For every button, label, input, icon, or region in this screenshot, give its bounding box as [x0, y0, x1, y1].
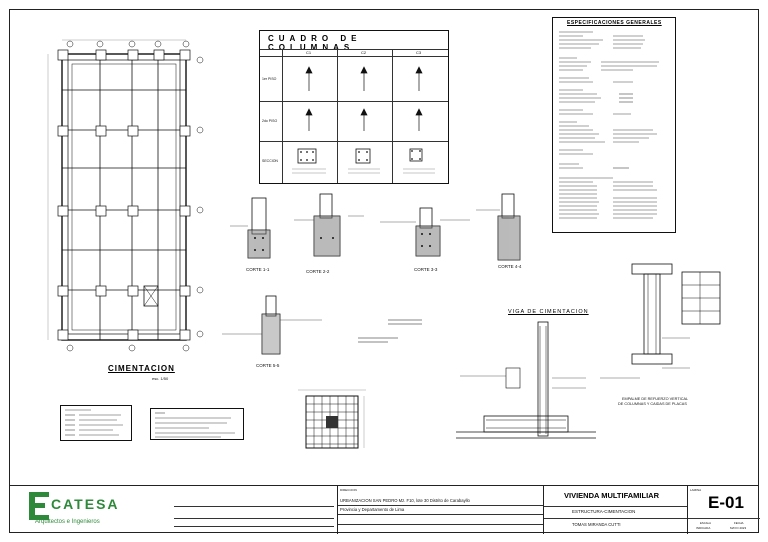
logo: CATESA Arquitectos e Ingenieros	[29, 490, 139, 526]
logo-mark-icon	[29, 492, 49, 520]
sheet-number: E-01	[708, 493, 744, 512]
address-label: DIRECCION	[340, 488, 357, 492]
row-label-3: SECCION	[262, 159, 278, 163]
corte-1-label: CORTE 1-1	[246, 267, 270, 272]
column-table: CUADRO DE COLUMNAS C1 C2 C3 1er PISO 2do…	[259, 30, 449, 184]
title-block: CATESA Arquitectos e Ingenieros DIRECCIO…	[9, 485, 760, 534]
col-header-c3: C3	[416, 50, 422, 55]
corte-3-label: CORTE 3-3	[414, 267, 438, 272]
sheet-label: LAMINA	[690, 488, 702, 492]
column-table-arrows	[292, 66, 435, 174]
corte-2-label: CORTE 2-2	[306, 269, 330, 274]
project-title: VIVIENDA MULTIFAMILIAR	[564, 491, 659, 500]
logo-subtitle: Arquitectos e Ingenieros	[35, 519, 100, 525]
spec-title: ESPECIFICACIONES GENERALES	[567, 20, 662, 26]
col-header-c1: C1	[306, 50, 312, 55]
project-address: URBANIZACION SAN PEDRO Mz. F10, lote 30 …	[340, 498, 470, 503]
project-province: Provincia y Departamento de Lima	[340, 507, 405, 512]
row-label-2: 2do PISO	[262, 119, 278, 123]
empalme-caption-1: EMPALME DE REFUERZO VERTICAL	[622, 397, 689, 401]
spec-text-lines	[559, 31, 659, 219]
corte-5-label: CORTE 5-5	[256, 363, 280, 368]
legend-box-2	[150, 408, 244, 440]
logo-text: CATESA	[51, 496, 120, 512]
viga-cimentacion-detail	[456, 321, 596, 439]
scale-label: ESCALA	[700, 521, 712, 525]
date-label: FECHA	[734, 521, 744, 525]
scale-value: INDICADA	[696, 526, 711, 530]
plan-scale: esc. 1/50	[152, 376, 169, 381]
corte-4-label: CORTE 4-4	[498, 264, 522, 269]
corte-sections	[230, 193, 521, 261]
row-label-1: 1er PISO	[262, 77, 277, 81]
project-specialty: ESTRUCTURA-CIMENTACION	[572, 509, 636, 514]
project-owner: TOMAS MIRANDA CUTTI	[572, 522, 621, 527]
drawing-sheet	[9, 9, 759, 533]
empalme-caption-2: DE COLUMNAS Y CAIDAS DE PLACAS	[618, 402, 687, 406]
date-value: MAYO 2023	[730, 526, 747, 530]
empalme-detail	[600, 263, 721, 379]
general-specifications: ESPECIFICACIONES GENERALES	[552, 17, 676, 233]
column-table-title: CUADRO DE COLUMNAS	[268, 34, 362, 52]
corte-5-section	[222, 295, 322, 355]
viga-title: VIGA DE CIMENTACION	[508, 309, 589, 315]
detail-note	[358, 319, 422, 343]
plan-title: CIMENTACION	[108, 364, 175, 373]
legend-box-1	[60, 405, 132, 441]
col-header-c2: C2	[361, 50, 367, 55]
foundation-plan	[47, 39, 204, 352]
footing-grid-detail	[298, 389, 366, 449]
